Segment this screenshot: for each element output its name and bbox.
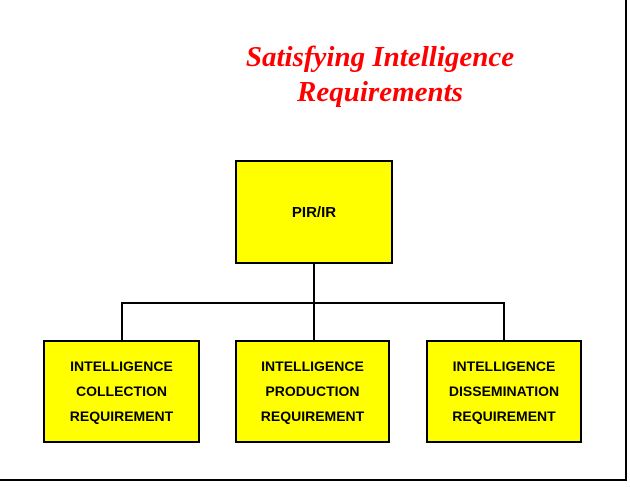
diagram-title: Satisfying Intelligence Requirements [245, 41, 515, 108]
collection-box-label: INTELLIGENCE COLLECTION REQUIREMENT [69, 358, 174, 424]
root-box-label: PIR/IR [291, 203, 337, 221]
org-chart-box-dissemination-requirement: INTELLIGENCE DISSEMINATION REQUIREMENT [426, 340, 582, 443]
org-chart-root-box-pir-ir: PIR/IR [235, 160, 393, 264]
connector-root-vertical [313, 264, 315, 303]
org-chart-box-production-requirement: INTELLIGENCE PRODUCTION REQUIREMENT [235, 340, 390, 443]
image-frame-right-edge [625, 0, 627, 481]
production-box-label: INTELLIGENCE PRODUCTION REQUIREMENT [260, 358, 365, 424]
connector-left-vertical [121, 302, 123, 341]
dissemination-box-label: INTELLIGENCE DISSEMINATION REQUIREMENT [448, 358, 560, 424]
connector-middle-vertical [313, 302, 315, 341]
image-frame-bottom-edge [0, 479, 627, 481]
connector-right-vertical [503, 302, 505, 341]
org-chart-box-collection-requirement: INTELLIGENCE COLLECTION REQUIREMENT [43, 340, 200, 443]
